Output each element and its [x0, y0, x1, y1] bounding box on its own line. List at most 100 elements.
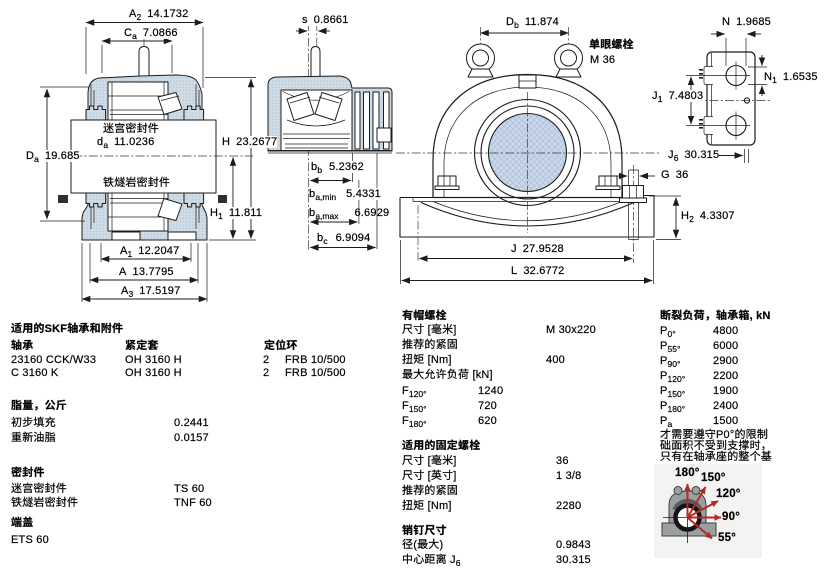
bearing-row-1-sleeve: OH 3160 H — [125, 367, 182, 379]
load-angle-label-4: 55° — [718, 532, 736, 544]
attach-bolts-size-mm-label: 尺寸 [毫米] — [402, 455, 457, 467]
end-cover-value: ETS 60 — [11, 534, 49, 546]
breaking-load-1-label: P55° — [660, 340, 681, 354]
breaking-load-6-value: 1500 — [713, 415, 739, 427]
breaking-load-2-value: 2900 — [713, 355, 739, 367]
pins-dia: 0.9843 — [556, 539, 591, 551]
grease-row-0-value: 0.2441 — [174, 417, 209, 429]
load-angle-label-1: 150° — [701, 472, 726, 484]
breaking-loads-note-1: 础面积不受到支撑时， — [660, 440, 772, 452]
breaking-loads-title: 断裂负荷，轴承箱, kN — [660, 310, 771, 322]
grease-row-0-label: 初步填充 — [11, 417, 56, 429]
bearings-col-sleeve: 紧定套 — [125, 340, 159, 352]
seal-row-1-label: 铁燧岩密封件 — [11, 497, 79, 509]
cap-bolt-load-0-value: 1240 — [478, 385, 504, 397]
bearings-title: 适用的SKF轴承和附件 — [11, 323, 124, 335]
pins-cc: 30.315 — [556, 554, 591, 566]
breaking-load-5-label: P180° — [660, 400, 686, 414]
load-direction-figure — [654, 464, 762, 558]
attach-bolts-size-mm: 36 — [556, 455, 569, 467]
breaking-load-2-label: P90° — [660, 355, 681, 369]
seal-row-0-value: TS 60 — [174, 483, 205, 495]
breaking-load-4-value: 1900 — [713, 385, 739, 397]
label-taconite-seal: 铁燧岩密封件 — [103, 177, 171, 189]
cap-bolt-load-2-value: 620 — [478, 415, 497, 427]
pins-title: 销钉尺寸 — [402, 525, 447, 537]
breaking-load-0-label: P0° — [660, 325, 676, 339]
seals-title: 密封件 — [11, 467, 45, 479]
bearing-row-0-ring-qty: 2 — [263, 354, 270, 366]
cap-bolts-torque-label: 扭矩 [Nm] — [402, 354, 452, 366]
bearing-row-1-ring: FRB 10/500 — [285, 367, 346, 379]
breaking-load-0-value: 4800 — [713, 325, 739, 337]
bearings-col-bearing: 轴承 — [11, 340, 34, 352]
attach-bolts-tighten-label: 推荐的紧固 — [402, 485, 458, 497]
breaking-loads-note-2: 只有在轴承座的整个基 — [660, 451, 772, 463]
seal-row-1-value: TNF 60 — [174, 497, 212, 509]
front-view-drawing — [396, 27, 681, 284]
breaking-load-3-label: P120° — [660, 370, 686, 384]
grease-row-1-value: 0.0157 — [174, 432, 209, 444]
breaking-load-5-value: 2400 — [713, 400, 739, 412]
breaking-load-4-label: P150° — [660, 385, 686, 399]
load-angle-label-0: 180° — [675, 467, 700, 479]
bearing-row-0-ring: FRB 10/500 — [285, 354, 346, 366]
grease-row-1-label: 重新油脂 — [11, 432, 56, 444]
cap-bolts-title: 有帽螺栓 — [402, 310, 447, 322]
breaking-loads-note-0: 才需要遵守P0°的限制 — [660, 429, 769, 441]
attach-bolts-torque-label: 扭矩 [Nm] — [402, 500, 452, 512]
cap-bolts-torque: 400 — [546, 354, 565, 366]
bearing-row-1-ring-qty: 2 — [263, 367, 270, 379]
attach-bolts-title: 适用的固定螺栓 — [402, 440, 481, 452]
half-section-drawing — [267, 22, 393, 251]
breaking-load-3-value: 2200 — [713, 370, 739, 382]
label-eye-bolt-size: M 36 — [590, 54, 616, 66]
base-plan-drawing — [686, 30, 772, 163]
bearing-row-1-name: C 3160 K — [11, 367, 59, 379]
cap-bolt-load-1-value: 720 — [478, 400, 497, 412]
load-angle-label-3: 90° — [722, 511, 740, 523]
side-section-drawing — [40, 19, 256, 303]
end-cover-title: 端盖 — [11, 517, 34, 529]
bearing-row-0-name: 23160 CCK/W33 — [11, 354, 97, 366]
bearing-row-0-sleeve: OH 3160 H — [125, 354, 182, 366]
cap-bolts-size: M 30x220 — [546, 324, 596, 336]
grease-title: 脂量，公斤 — [11, 400, 67, 412]
label-labyrinth-seal: 迷宫密封件 — [103, 123, 159, 135]
pins-dia-label: 径(最大) — [402, 539, 444, 551]
cap-bolts-max-load-label: 最大允许负荷 [kN] — [402, 369, 493, 381]
bearings-col-ring: 定位环 — [264, 340, 298, 352]
cap-bolt-load-0-label: F120° — [402, 385, 427, 399]
attach-bolts-size-in-label: 尺寸 [英寸] — [402, 470, 457, 482]
load-angle-label-2: 120° — [716, 488, 741, 500]
cap-bolt-load-2-label: F180° — [402, 415, 427, 429]
cap-bolt-load-1-label: F150° — [402, 400, 427, 414]
cap-bolts-tighten-label: 推荐的紧固 — [402, 339, 458, 351]
attach-bolts-size-in: 1 3/8 — [556, 470, 582, 482]
breaking-load-1-value: 6000 — [713, 340, 739, 352]
pins-cc-label: 中心距离 J6 — [402, 554, 461, 568]
seal-row-0-label: 迷宫密封件 — [11, 483, 67, 495]
breaking-load-6-label: Pa — [660, 415, 673, 429]
